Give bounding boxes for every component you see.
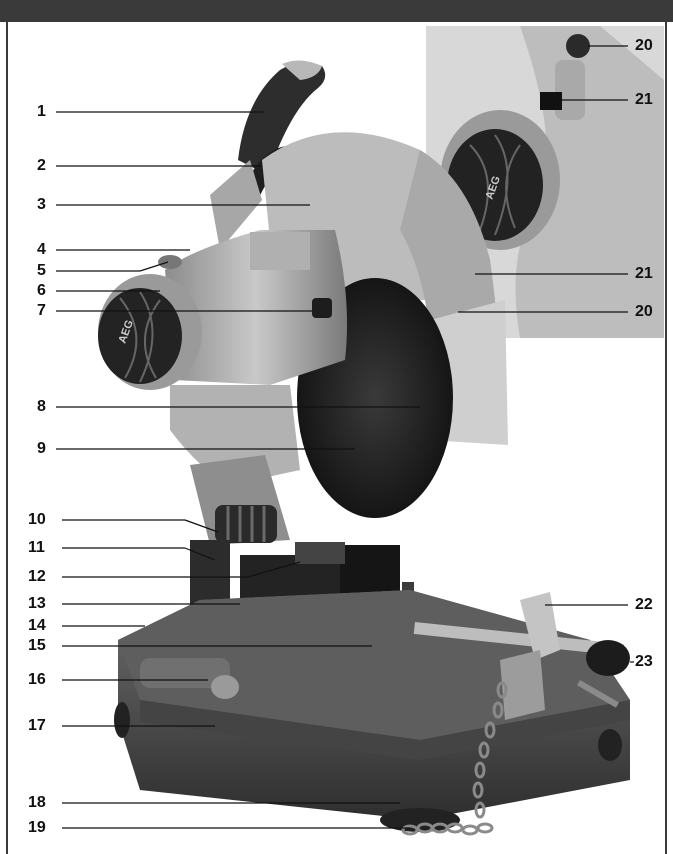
callout-14: 14: [28, 617, 46, 634]
callout-3: 3: [37, 196, 46, 213]
frame-right-rule: [665, 22, 667, 854]
leader-lines-right: [458, 45, 634, 663]
callout-8: 8: [37, 398, 46, 415]
callout-16: 16: [28, 671, 46, 688]
callout-13: 13: [28, 595, 46, 612]
callout-23: 23: [635, 653, 653, 670]
callout-1: 1: [37, 103, 46, 120]
callout-17: 17: [28, 717, 46, 734]
callout-15: 15: [28, 637, 46, 654]
callout-10: 10: [28, 511, 46, 528]
callout-20-bottom: 20: [635, 303, 653, 320]
callout-19: 19: [28, 819, 46, 836]
callout-11: 11: [28, 539, 45, 556]
frame-left-rule: [6, 22, 8, 854]
callout-4: 4: [37, 241, 46, 258]
spindle-rod: [413, 622, 624, 656]
callout-5: 5: [37, 262, 46, 279]
handwheel: [586, 640, 630, 676]
callout-21-bottom: 21: [635, 265, 653, 282]
callout-12: 12: [28, 568, 46, 585]
callout-6: 6: [37, 282, 46, 299]
leader-lines-left: [56, 111, 420, 829]
callout-7: 7: [37, 302, 46, 319]
callout-2: 2: [37, 157, 46, 174]
callout-21-top: 21: [635, 91, 653, 108]
chain: [401, 681, 508, 836]
callout-20-top: 20: [635, 37, 653, 54]
handle: [238, 62, 326, 175]
callout-22: 22: [635, 596, 653, 613]
header-bar: [0, 0, 673, 22]
callout-9: 9: [37, 440, 46, 457]
callout-18: 18: [28, 794, 46, 811]
spring: [215, 505, 277, 543]
